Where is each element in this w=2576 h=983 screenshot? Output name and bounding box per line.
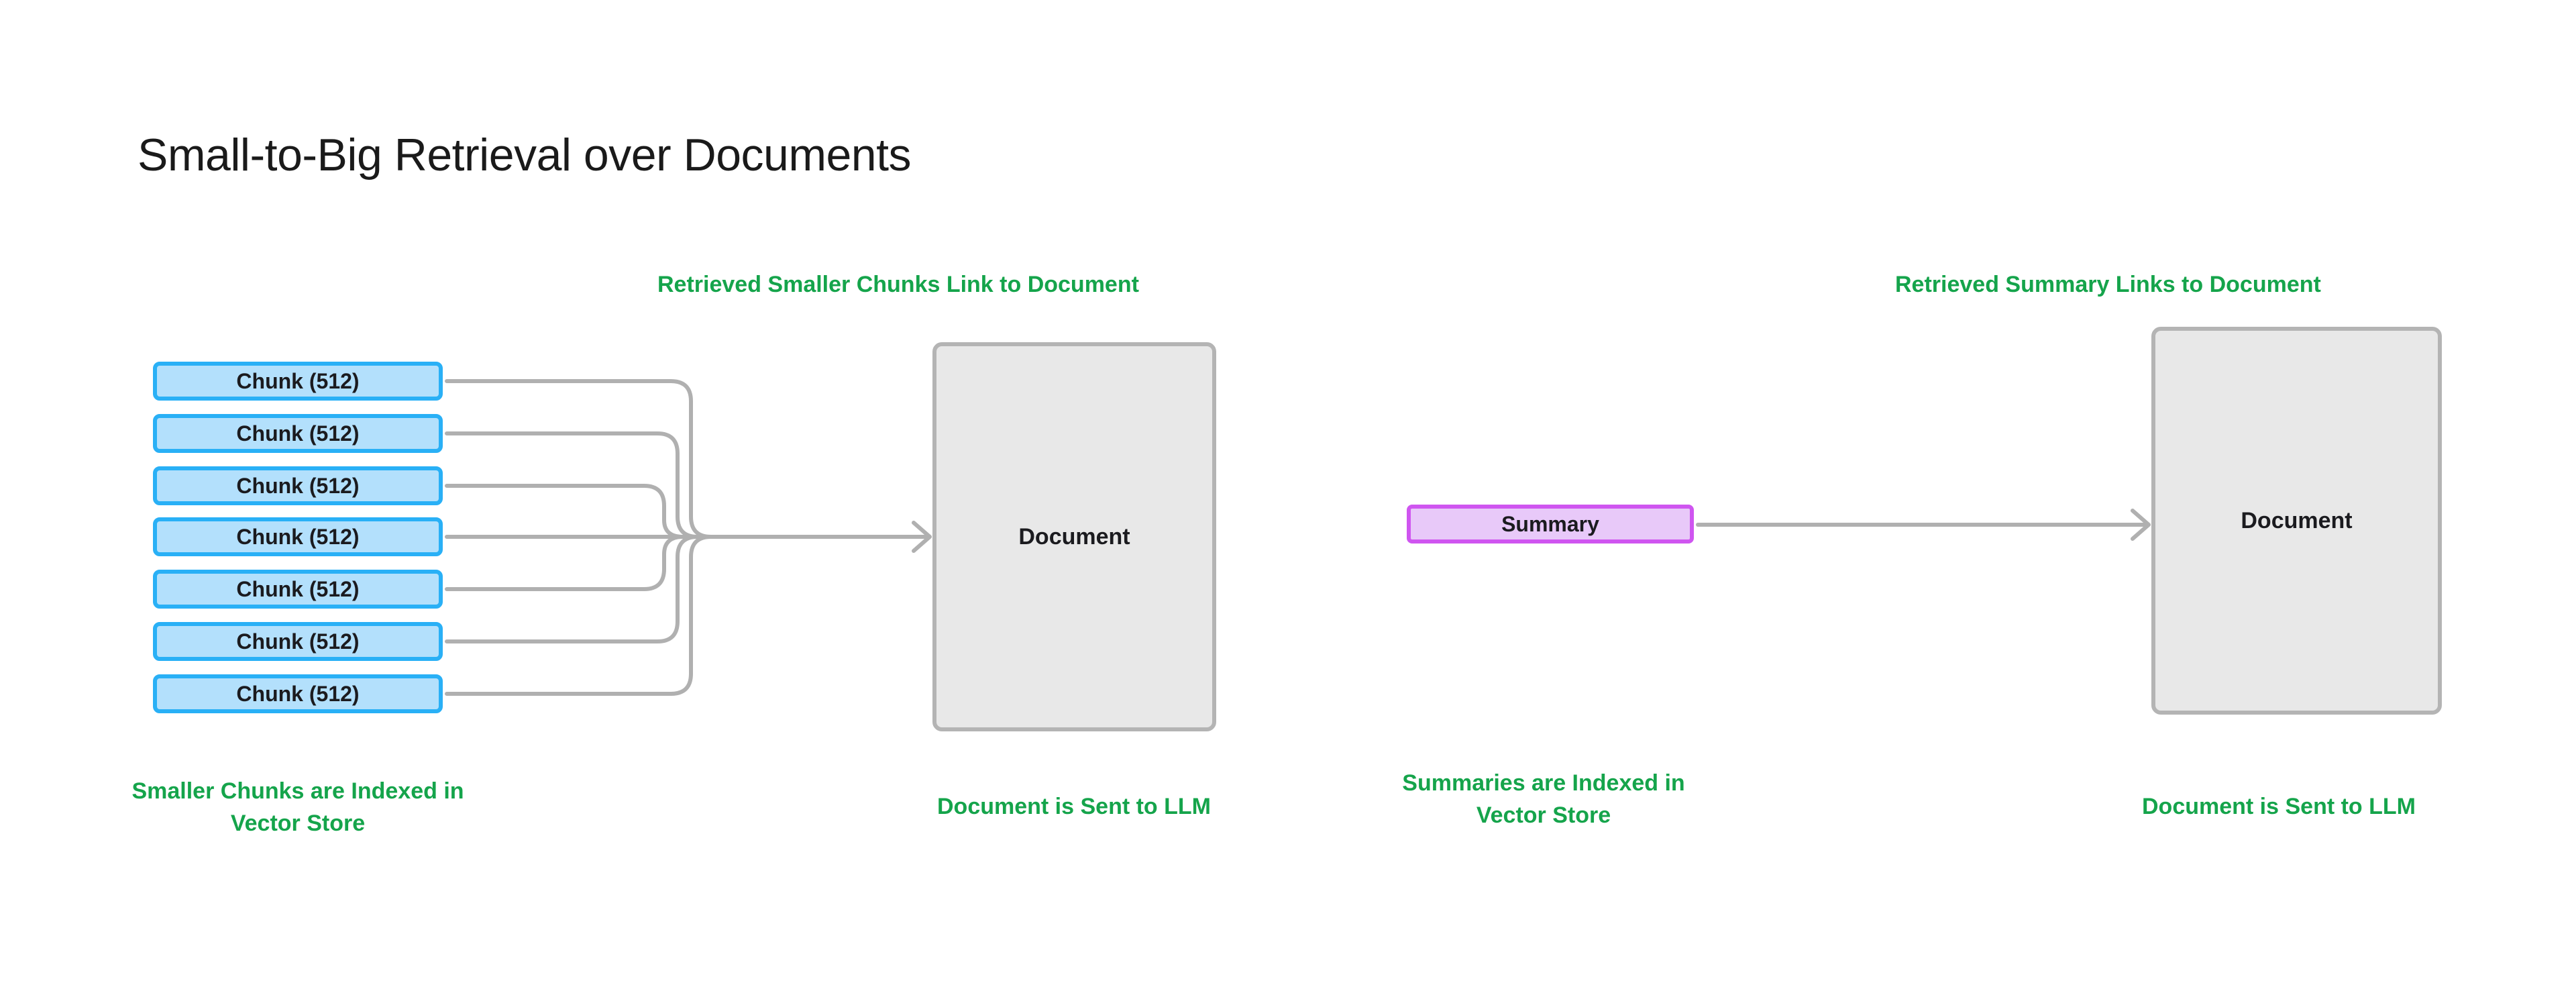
chunk-node-7[interactable]: Chunk (512) bbox=[153, 674, 443, 713]
edge-chunk-7 bbox=[445, 535, 713, 696]
edge-chunk-2 bbox=[445, 431, 700, 539]
right-panel-header-label: Retrieved Summary Links to Document bbox=[1895, 272, 2321, 297]
arrowhead-left bbox=[912, 521, 932, 553]
left-target-caption: Document is Sent to LLM bbox=[937, 794, 1211, 819]
chunk-label: Chunk (512) bbox=[236, 368, 360, 393]
summary-label: Summary bbox=[1501, 511, 1599, 536]
right-target-caption: Document is Sent to LLM bbox=[2142, 794, 2416, 819]
chunk-label: Chunk (512) bbox=[236, 576, 360, 601]
chunk-label: Chunk (512) bbox=[236, 681, 360, 706]
chunk-node-1[interactable]: Chunk (512) bbox=[153, 362, 443, 401]
edge-chunk-6 bbox=[445, 535, 700, 643]
summary-node[interactable]: Summary bbox=[1407, 505, 1694, 544]
chunk-node-4[interactable]: Chunk (512) bbox=[153, 517, 443, 556]
edge-chunk-5 bbox=[445, 535, 685, 591]
edge-chunk-3 bbox=[445, 484, 685, 539]
page-title: Small-to-Big Retrieval over Documents bbox=[138, 130, 912, 180]
edge-chunk-1 bbox=[445, 379, 713, 539]
left-panel-header-label: Retrieved Smaller Chunks Link to Documen… bbox=[657, 272, 1139, 297]
chunk-label: Chunk (512) bbox=[236, 421, 360, 446]
chunk-node-5[interactable]: Chunk (512) bbox=[153, 570, 443, 609]
arrowhead-right bbox=[2131, 509, 2151, 541]
document-node-right[interactable]: Document bbox=[2151, 327, 2442, 715]
chunk-node-2[interactable]: Chunk (512) bbox=[153, 414, 443, 453]
chunk-label: Chunk (512) bbox=[236, 629, 360, 654]
left-source-caption: Smaller Chunks are Indexed in Vector Sto… bbox=[131, 778, 464, 837]
chunk-node-6[interactable]: Chunk (512) bbox=[153, 622, 443, 661]
document-label: Document bbox=[1018, 523, 1130, 550]
chunk-node-3[interactable]: Chunk (512) bbox=[153, 466, 443, 505]
chunk-label: Chunk (512) bbox=[236, 524, 360, 549]
right-source-caption: Summaries are Indexed in Vector Store bbox=[1402, 770, 1685, 829]
document-node-left[interactable]: Document bbox=[932, 342, 1216, 731]
chunk-label: Chunk (512) bbox=[236, 473, 360, 498]
document-label: Document bbox=[2241, 507, 2353, 533]
